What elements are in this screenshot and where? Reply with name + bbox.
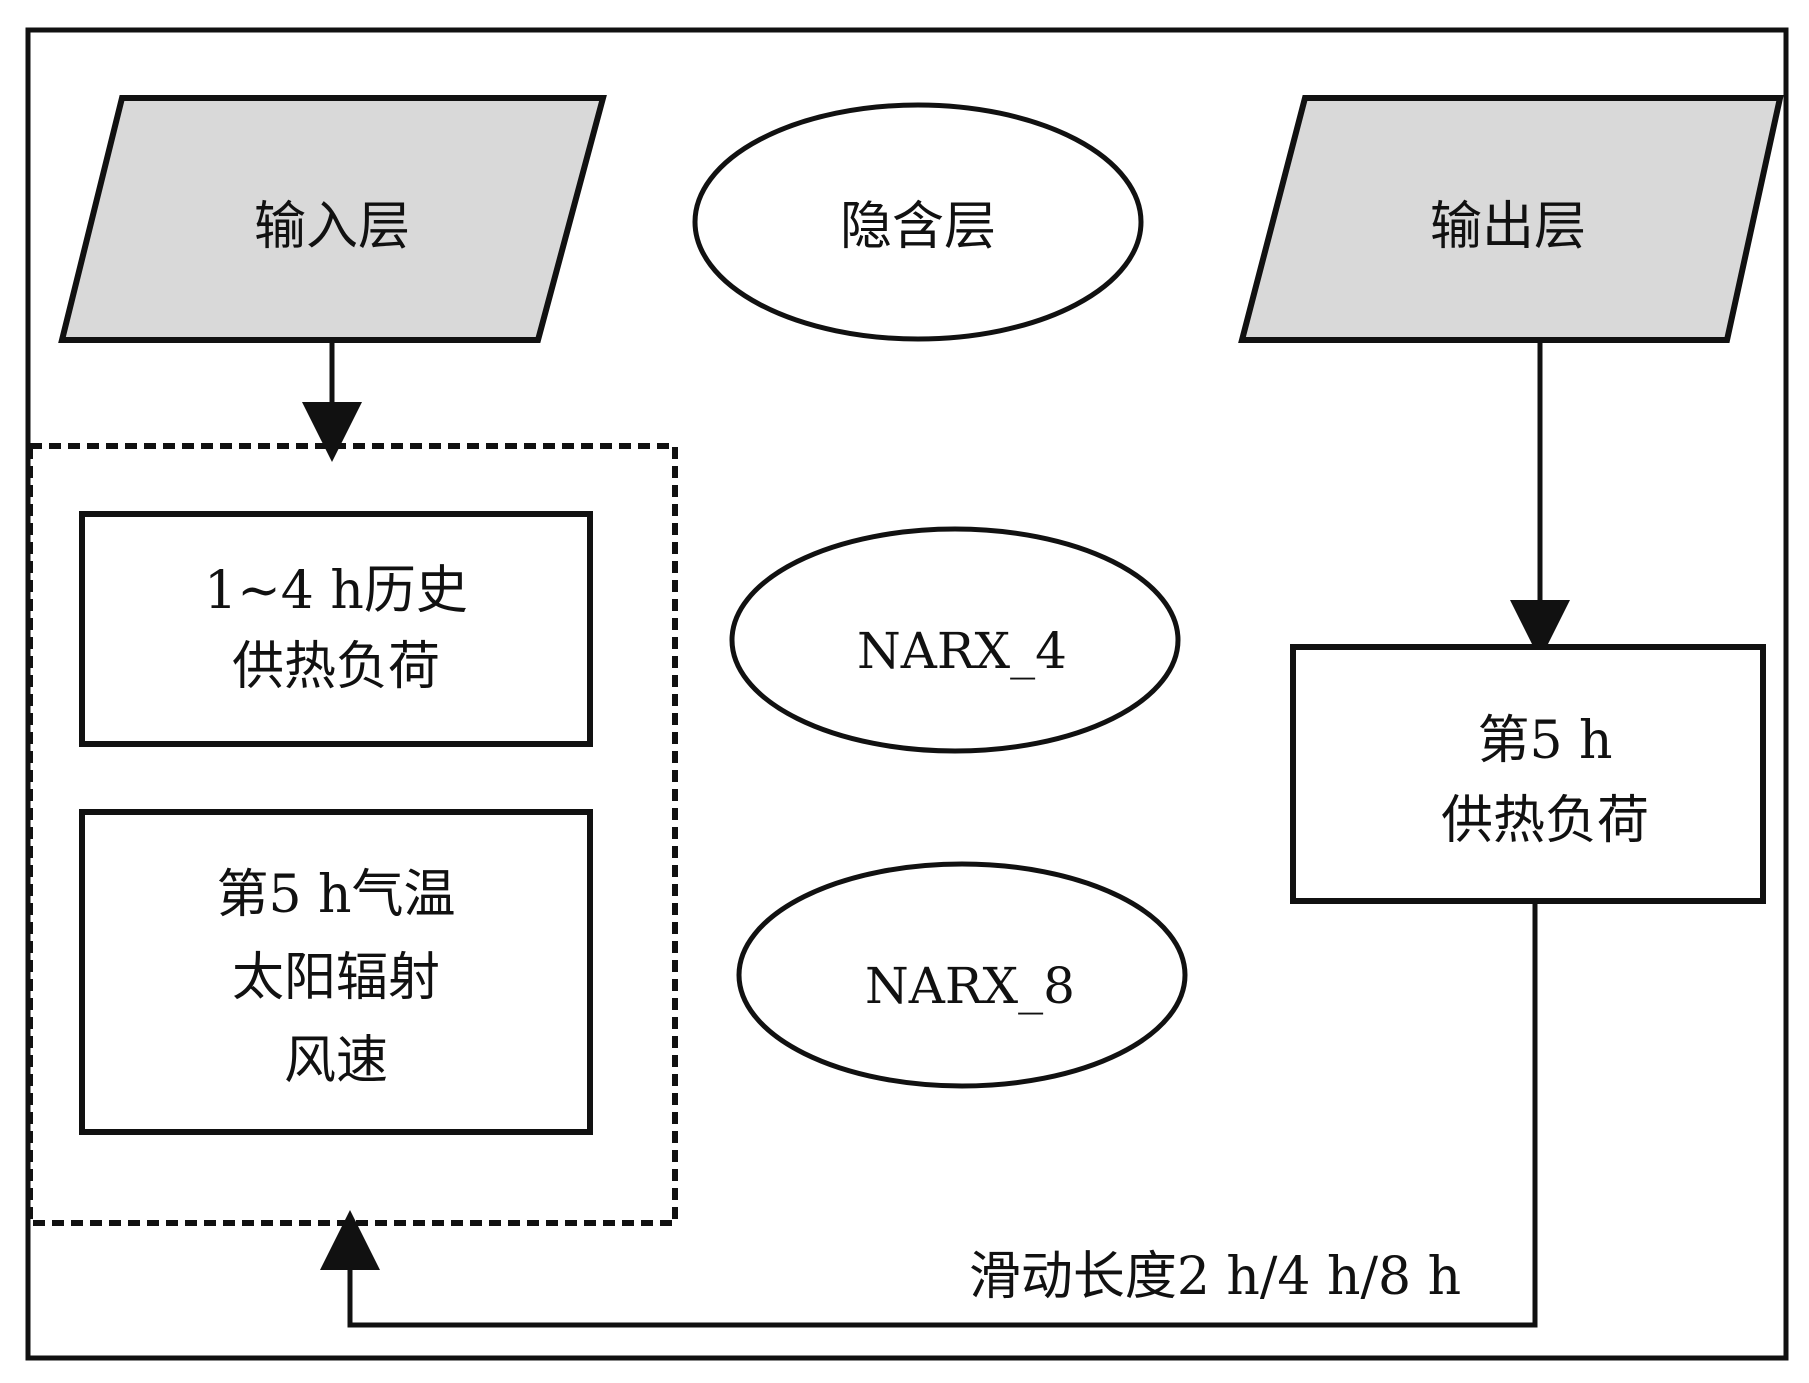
narx-4-label: NARX_4 bbox=[857, 622, 1067, 680]
hidden-layer-node: 隐含层 bbox=[692, 102, 1144, 342]
weather-inputs-box: 第5 h气温 太阳辐射 风速 bbox=[79, 809, 593, 1135]
output-layer-label: 输出层 bbox=[1430, 197, 1586, 257]
input-group-dashed bbox=[27, 443, 678, 1226]
history-load-line-1: 1~4 h历史 bbox=[204, 561, 468, 621]
input-layer-node: 输入层 bbox=[58, 95, 607, 343]
output-load-box: 第5 h 供热负荷 bbox=[1290, 644, 1766, 904]
narx-8-label: NARX_8 bbox=[865, 957, 1075, 1015]
output-load-line-2: 供热负荷 bbox=[1441, 791, 1649, 851]
narx-8-node: NARX_8 bbox=[736, 861, 1188, 1089]
history-load-line-2: 供热负荷 bbox=[232, 637, 440, 697]
weather-line-2: 太阳辐射 bbox=[232, 948, 440, 1008]
weather-line-1: 第5 h气温 bbox=[216, 865, 455, 925]
narx-4-node: NARX_4 bbox=[729, 526, 1181, 754]
output-layer-node: 输出层 bbox=[1238, 95, 1784, 343]
output-load-line-1: 第5 h bbox=[1477, 711, 1612, 771]
hidden-layer-label: 隐含层 bbox=[840, 197, 996, 257]
sliding-length-label: 滑动长度2 h/4 h/8 h bbox=[969, 1247, 1461, 1307]
input-layer-label: 输入层 bbox=[254, 197, 410, 257]
history-load-box: 1~4 h历史 供热负荷 bbox=[79, 511, 593, 747]
weather-line-3: 风速 bbox=[284, 1031, 388, 1091]
feedback-loop-line bbox=[320, 903, 1538, 1328]
